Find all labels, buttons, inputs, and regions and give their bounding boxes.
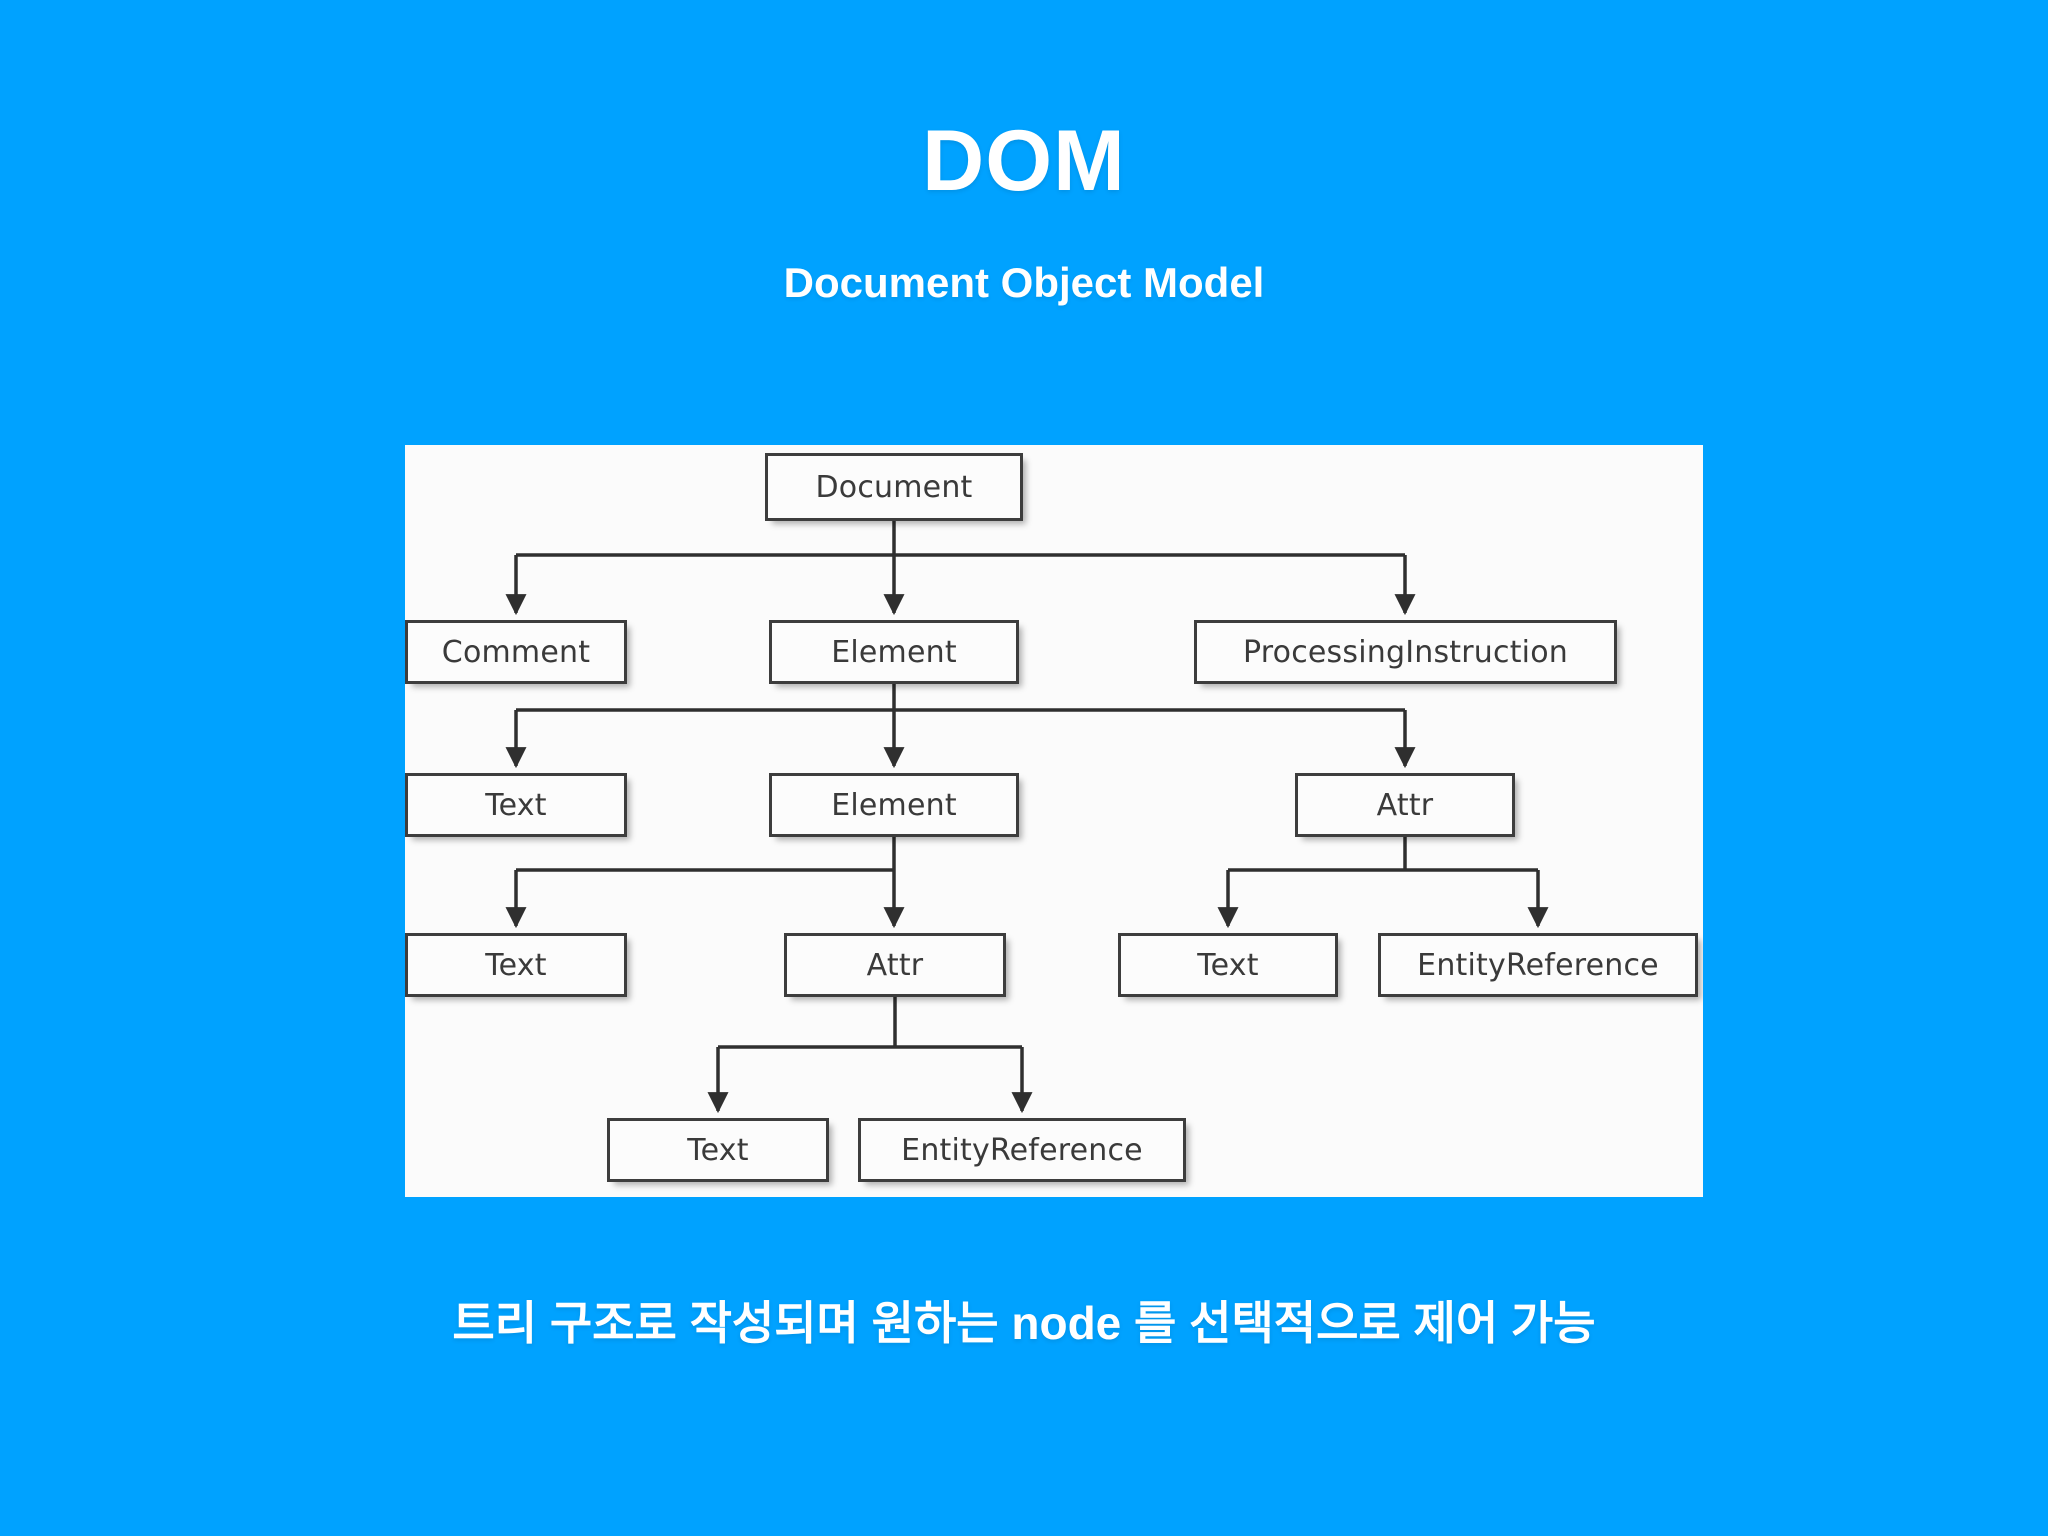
page-subtitle: Document Object Model: [783, 259, 1265, 306]
node-text-level3-left[interactable]: Text: [405, 933, 627, 997]
node-text-level4[interactable]: Text: [607, 1118, 829, 1182]
dom-tree-diagram: Document Comment Element ProcessingInstr…: [405, 445, 1703, 1197]
diagram-connectors: [505, 521, 1549, 1114]
node-element-level1[interactable]: Element: [769, 620, 1019, 684]
node-document[interactable]: Document: [765, 453, 1023, 521]
node-attr-level2[interactable]: Attr: [1295, 773, 1515, 837]
page-title: DOM: [922, 113, 1126, 209]
node-comment[interactable]: Comment: [405, 620, 627, 684]
node-element-level2[interactable]: Element: [769, 773, 1019, 837]
node-text-level2[interactable]: Text: [405, 773, 627, 837]
slide-caption: 트리 구조로 작성되며 원하는 node 를 선택적으로 제어 가능: [452, 1297, 1596, 1349]
node-text-level3-right[interactable]: Text: [1118, 933, 1338, 997]
node-processing-instruction[interactable]: ProcessingInstruction: [1194, 620, 1617, 684]
node-attr-level3[interactable]: Attr: [784, 933, 1006, 997]
node-entity-reference-level4[interactable]: EntityReference: [858, 1118, 1186, 1182]
node-entity-reference-level3[interactable]: EntityReference: [1378, 933, 1698, 997]
